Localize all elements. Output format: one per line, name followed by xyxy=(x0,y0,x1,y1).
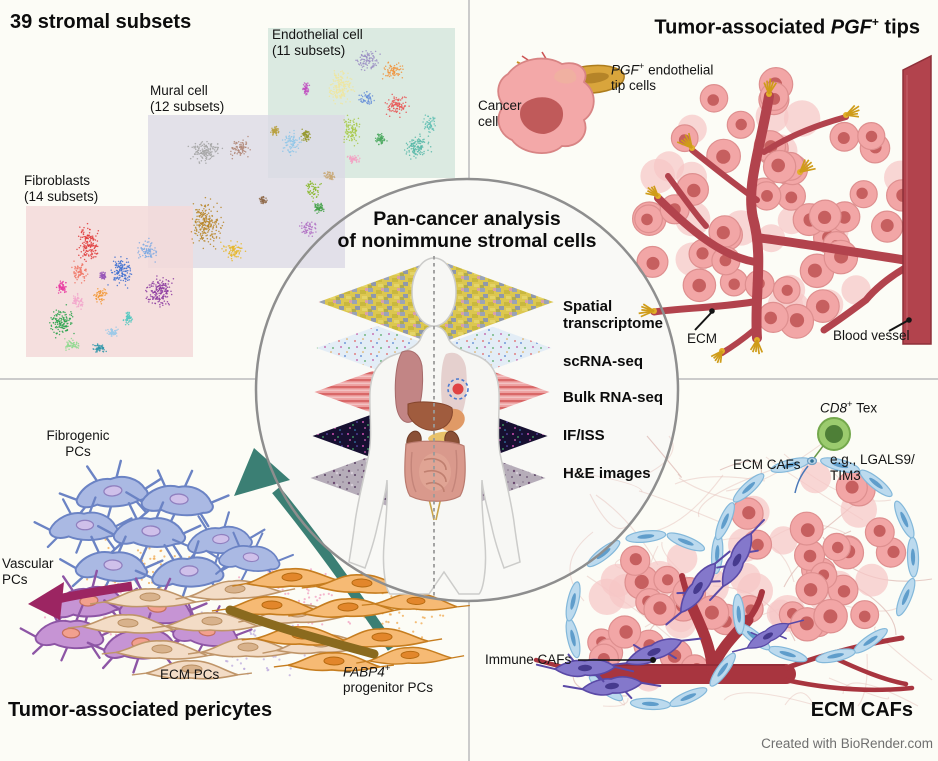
fibroblasts-panel-label: Fibroblasts(14 subsets) xyxy=(24,173,99,204)
fabp4-progenitor-label: FABP4+ progenitor PCs xyxy=(343,663,434,695)
stromal-subsets-title: 39 stromal subsets xyxy=(10,11,192,33)
ecm-cafs-label: ECM CAFs xyxy=(733,457,801,472)
tumor-cell-mass xyxy=(631,67,919,339)
bulk-rna-seq-label: Bulk RNA-seq xyxy=(563,389,664,406)
immune-cafs-pointer xyxy=(578,657,656,663)
cd8-tex-label: CD8+ Tex xyxy=(820,399,878,416)
if-iss-label: IF/ISS xyxy=(563,427,605,444)
scrna-seq-label: scRNA-seq xyxy=(563,353,644,370)
progenitor-arrow xyxy=(225,605,379,659)
body-organs xyxy=(394,350,467,521)
vascular-arrow xyxy=(28,581,133,620)
ecm-cafs-title: ECM CAFs xyxy=(810,699,913,721)
tip-cells-label: PGF+ endothelial tip cells xyxy=(611,61,714,93)
ecm-cafs-illustration xyxy=(533,417,933,711)
pan-cancer-center-illustration xyxy=(303,256,561,596)
pgf-tips-title: Tumor-associated PGF+ tips xyxy=(654,15,920,39)
immune-cafs-label: Immune CAFs xyxy=(485,652,572,667)
ecm-label: ECM xyxy=(687,331,717,346)
cd8-tex-cell xyxy=(794,417,851,494)
mural-umap-scatter xyxy=(187,125,336,262)
endothelial-umap-scatter xyxy=(302,50,436,165)
blood-vessel xyxy=(902,54,932,345)
ecm-caf-sheath-right xyxy=(710,457,920,664)
ecm-pcs-label: ECM PCs xyxy=(160,667,220,682)
tumor-site-marker xyxy=(447,378,469,400)
tip-cell-sprouts xyxy=(638,78,860,364)
endothelial-panel-label: Endothelial cell(11 subsets) xyxy=(272,27,363,58)
he-images-label: H&E images xyxy=(563,465,651,482)
pericytes-title: Tumor-associated pericytes xyxy=(8,699,273,721)
center-circle-border xyxy=(254,177,680,603)
blood-vessel-label: Blood vessel xyxy=(833,328,910,343)
mural-panel-label: Mural cell(12 subsets) xyxy=(150,83,225,114)
fibroblasts-umap-scatter xyxy=(49,222,175,353)
biorender-credit: Created with BioRender.com xyxy=(761,736,933,751)
annotation-pointers xyxy=(694,308,912,332)
umap-panels xyxy=(26,28,455,357)
fibrogenic-arrow-head xyxy=(234,448,290,496)
lgals9-tim3-label: e.g., LGALS9/TIM3 xyxy=(830,452,915,483)
cancer-cell-illustration xyxy=(497,51,625,154)
